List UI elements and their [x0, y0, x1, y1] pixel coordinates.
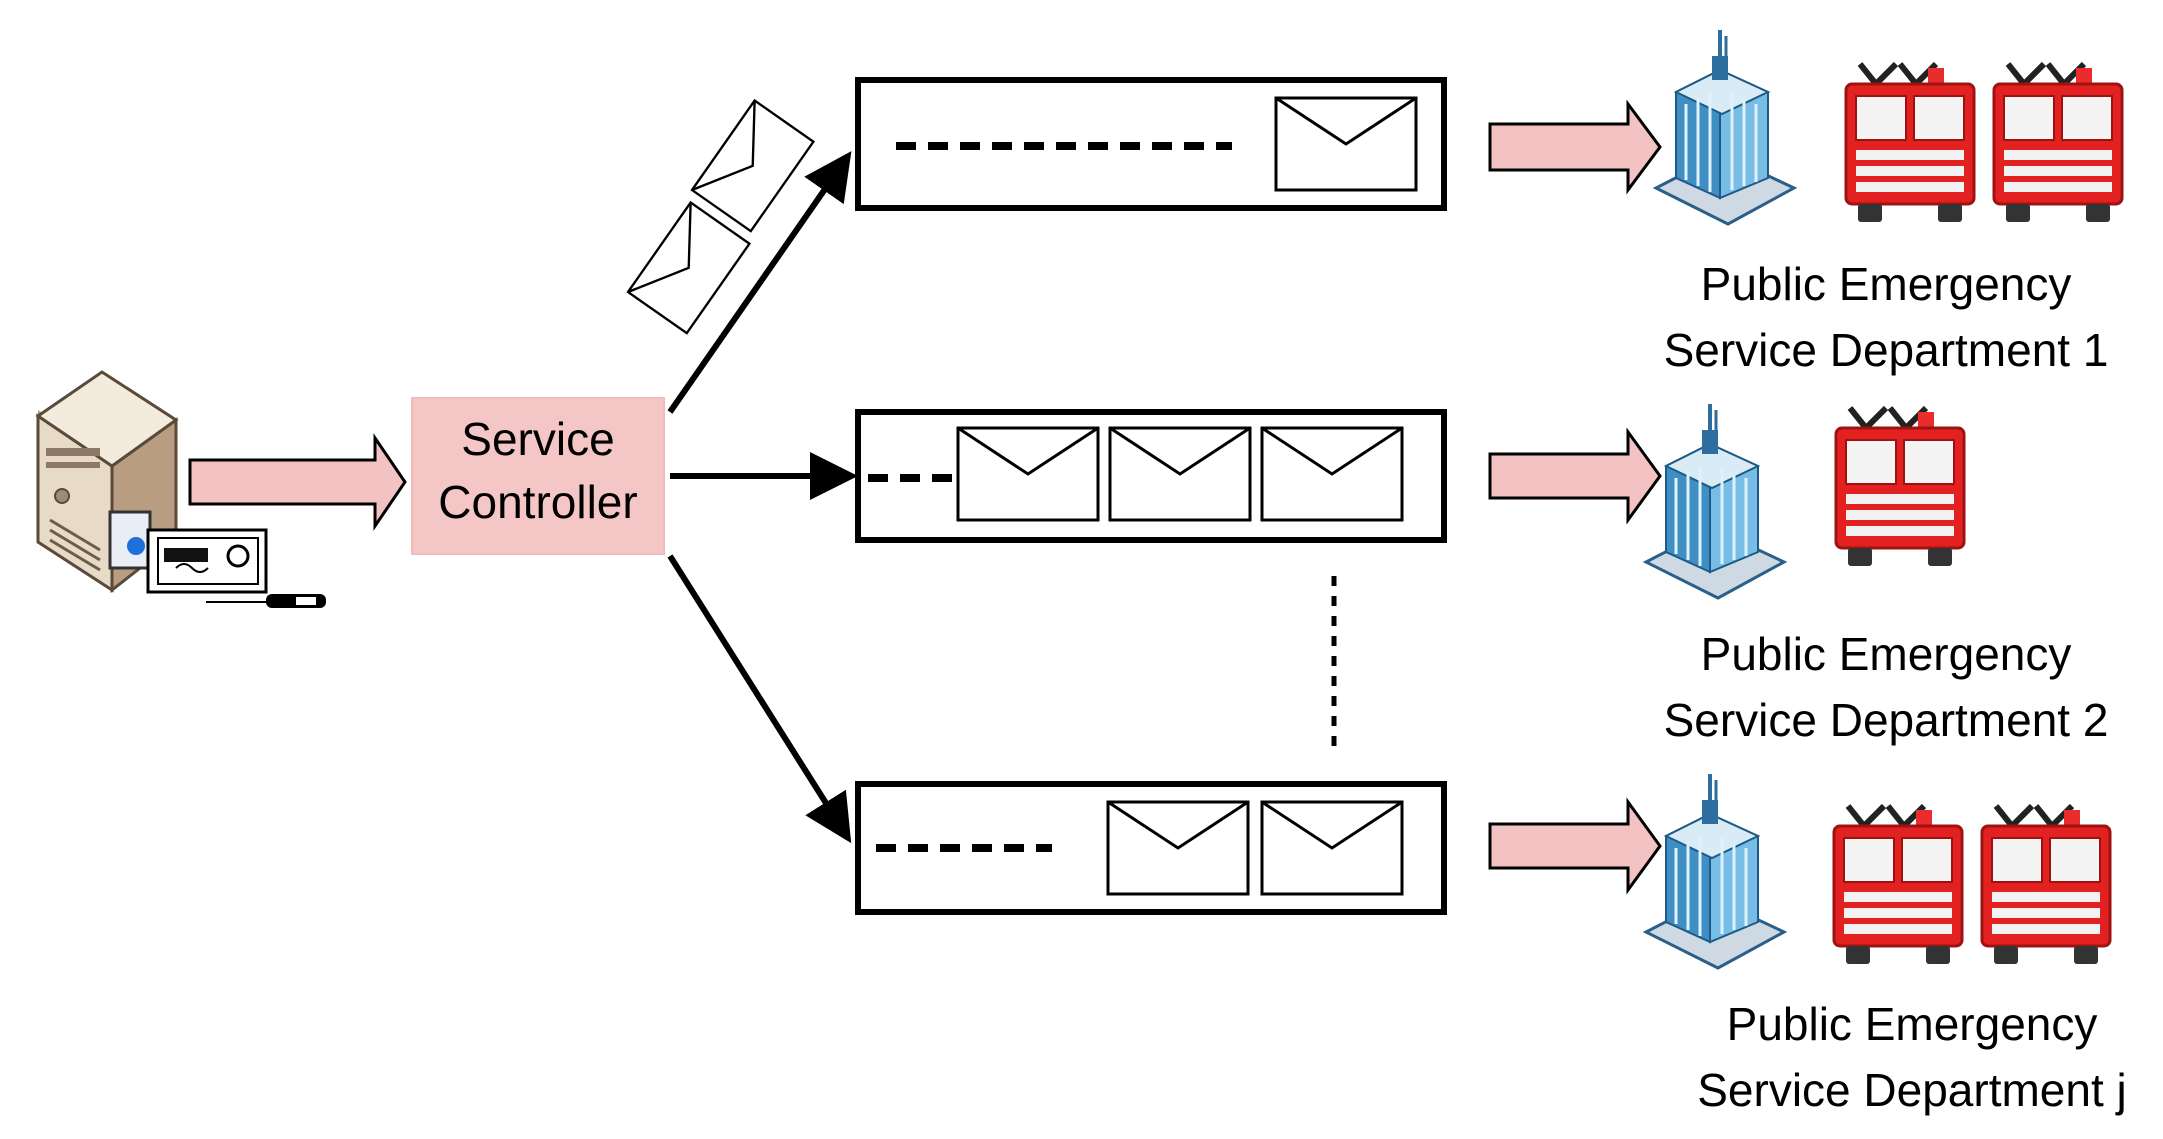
department-j-label-line1: Public Emergency — [1727, 998, 2098, 1050]
envelope-icon — [1108, 426, 1252, 522]
envelope-icon — [1106, 800, 1250, 896]
envelope-icon — [1260, 800, 1404, 896]
fire-truck-icon — [1982, 806, 2110, 964]
department-1-label-line1: Public Emergency — [1701, 258, 2072, 310]
envelope-icon — [956, 426, 1100, 522]
service-controller-node: Service Controller — [411, 397, 665, 555]
department-2-label-line1: Public Emergency — [1701, 628, 2072, 680]
envelope-icon — [1274, 96, 1418, 192]
building-icon — [1644, 402, 1786, 600]
department-2-label-line2: Service Department 2 — [1664, 694, 2109, 746]
envelope-icon — [690, 99, 815, 233]
queue-1 — [855, 77, 1447, 211]
controller-label-line1: Service — [461, 413, 614, 465]
queuej-to-deptj-arrow — [1488, 797, 1662, 895]
queue1-to-dept1-arrow — [1488, 99, 1662, 195]
pen-icon — [206, 594, 326, 608]
queue-j — [855, 781, 1447, 915]
fire-truck-icon — [1836, 408, 1964, 566]
department-j-label-line2: Service Department j — [1697, 1064, 2127, 1116]
controller-label-line2: Controller — [438, 476, 637, 528]
envelope-icon — [1260, 426, 1404, 522]
department-j: Public Emergency Service Department j — [1644, 772, 2127, 1116]
certificate-icon — [108, 510, 268, 594]
department-1-label-line2: Service Department 1 — [1664, 324, 2109, 376]
building-icon — [1654, 28, 1796, 226]
fire-truck-icon — [1846, 64, 1974, 222]
queue2-to-dept2-arrow — [1488, 427, 1662, 525]
department-2: Public Emergency Service Department 2 — [1644, 402, 2109, 746]
queue-2 — [855, 409, 1447, 543]
server-to-controller-arrow — [188, 433, 407, 531]
fire-truck-icon — [1994, 64, 2122, 222]
building-icon — [1644, 772, 1786, 970]
envelope-icon — [626, 201, 751, 335]
controller-to-queuej-arrow — [667, 554, 852, 844]
department-1: Public Emergency Service Department 1 — [1654, 28, 2122, 376]
controller-to-queue1-arrow — [667, 151, 852, 414]
fire-truck-icon — [1834, 806, 1962, 964]
